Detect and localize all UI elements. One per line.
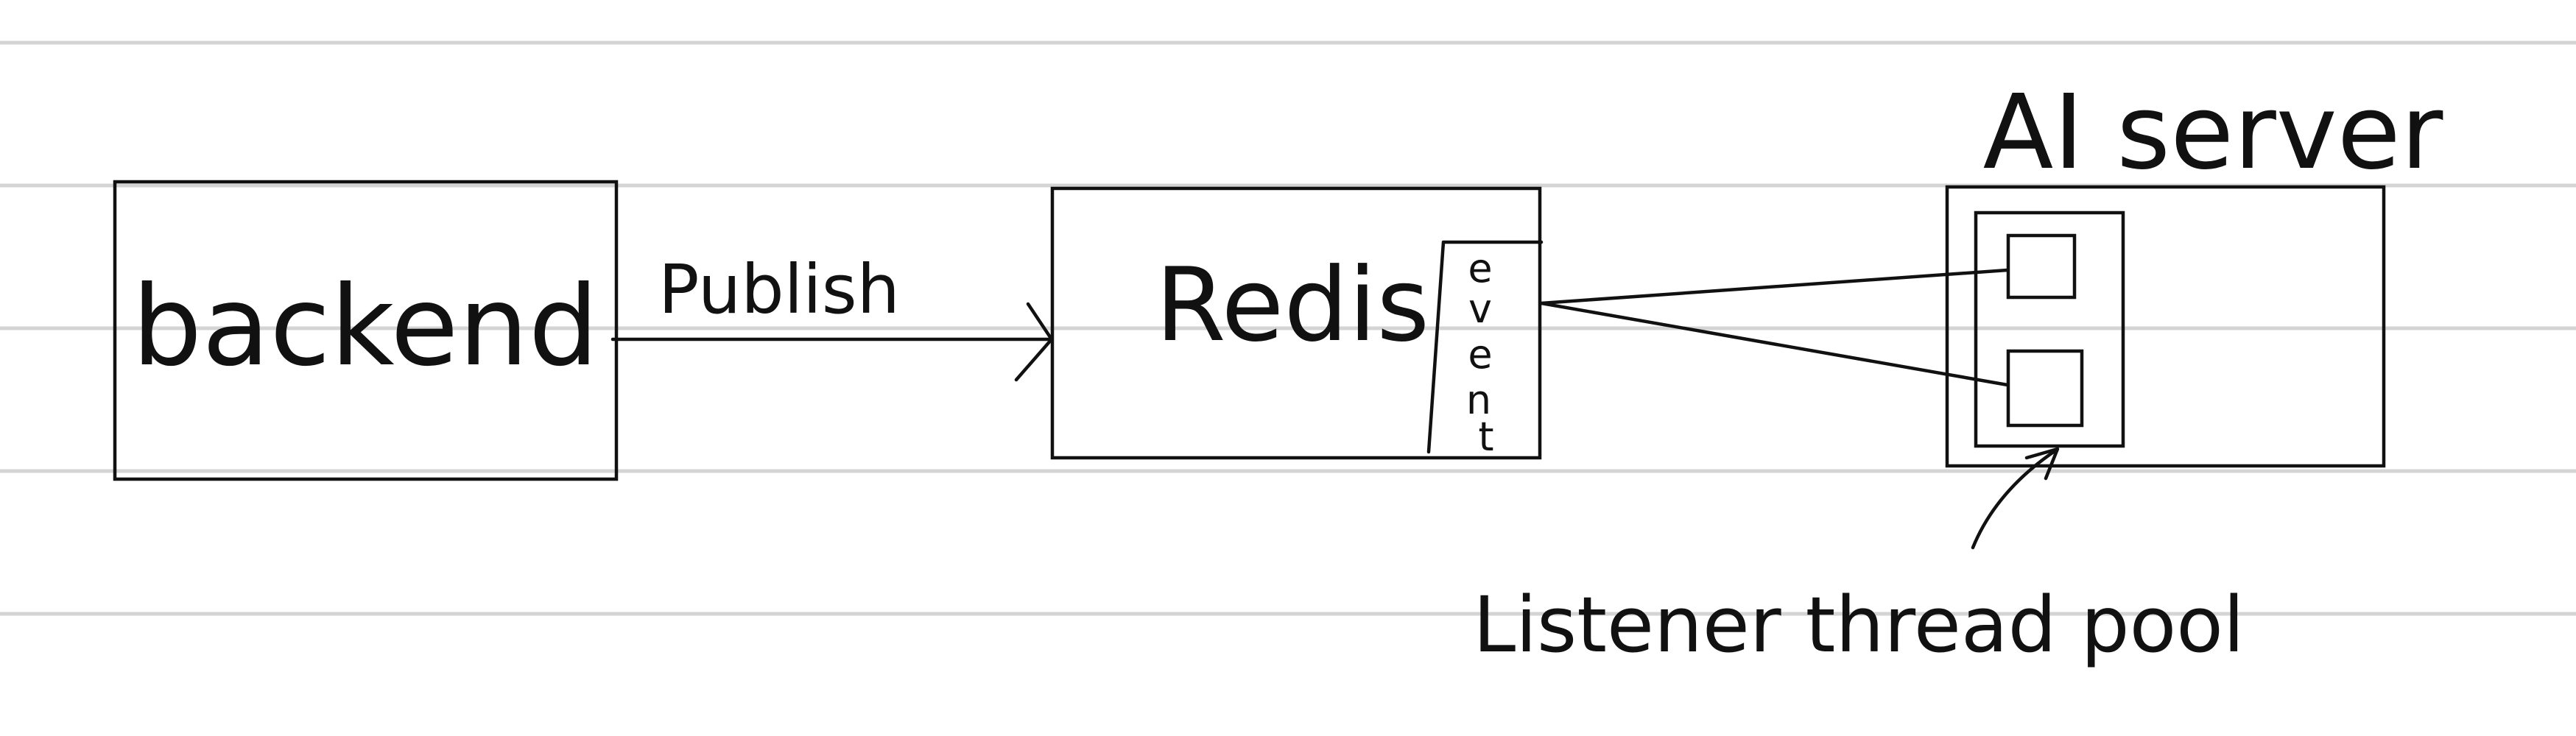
listener-thread (2006, 233, 2077, 300)
redis-event-queue: e v e n t (1426, 240, 1544, 460)
listener-thread (2006, 349, 2084, 428)
connection-line (1539, 268, 2010, 305)
thread-pool-box (1974, 210, 2125, 448)
listener-pool-label: Listener thread pool (1473, 580, 2245, 670)
connection-line (1539, 301, 2010, 387)
redis-label: Redis (1155, 246, 1429, 364)
redis-box (1050, 186, 1542, 460)
annotation-pointer-head (2024, 447, 2060, 481)
ai-server-box (1945, 185, 2386, 468)
event-queue-border (1426, 240, 1544, 454)
listener-thread-pool (1974, 210, 2125, 448)
listener-connections (1539, 268, 2010, 387)
listener-pool-annotation: Listener thread pool (1473, 447, 2245, 670)
ai-server-node[interactable]: AI server (1945, 73, 2443, 468)
backend-box (113, 180, 619, 481)
annotation-pointer (1971, 449, 2057, 550)
redis-node[interactable]: Redis e v e n t (1050, 186, 1544, 460)
ai-server-label: AI server (1983, 73, 2443, 193)
backend-node[interactable]: backend (113, 180, 619, 481)
publish-label: Publish (658, 250, 900, 329)
queue-letter: e (1468, 245, 1492, 291)
backend-label: backend (132, 263, 599, 391)
publish-arrowhead (1014, 302, 1054, 382)
queue-letter: e (1468, 331, 1492, 378)
queue-letter: t (1478, 414, 1493, 460)
queue-letter: v (1468, 286, 1492, 332)
publish-edge[interactable]: Publish (610, 250, 1054, 382)
queue-letter: n (1466, 377, 1491, 423)
